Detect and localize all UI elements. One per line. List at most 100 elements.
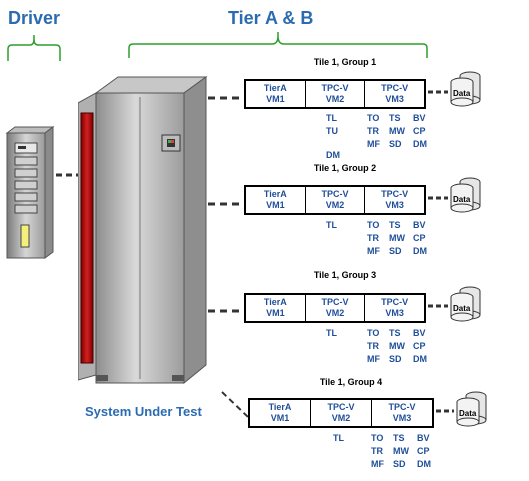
vm-id: VM2 <box>325 308 345 318</box>
vm-id: VM2 <box>331 413 351 423</box>
service-label: DM <box>417 459 431 469</box>
service-label: MW <box>393 446 409 456</box>
database-icon: Data <box>450 71 481 107</box>
service-label: TL <box>326 220 337 230</box>
vm2-services: TL <box>326 219 337 232</box>
service-label: MW <box>389 233 405 243</box>
service-label: TL <box>333 433 344 443</box>
group-title: Tile 1, Group 1 <box>313 57 377 67</box>
service-label: DM <box>413 139 427 149</box>
service-label: BV <box>413 113 426 123</box>
service-label: SD <box>389 139 402 149</box>
service-label: TS <box>389 220 401 230</box>
service-label: TO <box>367 113 380 123</box>
service-label: CP <box>413 233 426 243</box>
tier-brace <box>128 32 428 58</box>
vm-name: TierA <box>263 189 287 199</box>
service-label: SD <box>389 354 402 364</box>
service-label: TO <box>367 328 380 338</box>
vm-name: TPC-V <box>388 402 416 412</box>
vm-name: TPC-V <box>381 297 409 307</box>
database-icon: Data <box>450 286 481 322</box>
vm-name: TPC-V <box>321 83 349 93</box>
vm2-services: TL TU DM <box>326 112 340 162</box>
service-label: MF <box>367 354 380 364</box>
vm-name: TierA <box>263 297 287 307</box>
service-label: CP <box>417 446 430 456</box>
vm2-services: TL <box>333 432 344 445</box>
service-label: SD <box>389 246 402 256</box>
service-label: MW <box>389 341 405 351</box>
sut-group-connectors <box>208 96 249 418</box>
data-connector <box>428 90 448 94</box>
sut-rack-icon <box>78 76 208 385</box>
service-label: TS <box>389 113 401 123</box>
group-title: Tile 1, Group 3 <box>313 270 377 280</box>
vm-name: TPC-V <box>321 297 349 307</box>
service-label: TU <box>326 126 338 136</box>
vm-id: VM1 <box>266 200 285 210</box>
vm3-services: TO TS BV TR MW CP MF SD DM <box>367 327 433 366</box>
service-label: DM <box>413 354 427 364</box>
vm-name: TPC-V <box>327 402 355 412</box>
service-label: BV <box>417 433 430 443</box>
vm2-services: TL <box>326 327 337 340</box>
data-connector <box>428 196 448 200</box>
data-connector <box>436 409 454 413</box>
data-label: Data <box>453 304 471 313</box>
service-label: TS <box>389 328 401 338</box>
group-title: Tile 1, Group 4 <box>319 377 383 387</box>
service-label: MF <box>367 246 380 256</box>
vm-id: VM1 <box>266 94 285 104</box>
service-label: CP <box>413 126 426 136</box>
sut-label: System Under Test <box>85 404 202 419</box>
service-label: TO <box>371 433 384 443</box>
service-label: TL <box>326 328 337 338</box>
service-label: MW <box>389 126 405 136</box>
service-label: SD <box>393 459 406 469</box>
vm-id: VM3 <box>385 308 404 318</box>
service-label: BV <box>413 220 426 230</box>
service-label: TR <box>367 341 379 351</box>
group-title: Tile 1, Group 2 <box>313 163 377 173</box>
vm-name: TPC-V <box>321 189 349 199</box>
service-label: TR <box>367 233 379 243</box>
vm-id: VM2 <box>325 94 345 104</box>
service-label: BV <box>413 328 426 338</box>
driver-connector <box>56 173 78 177</box>
vm-id: VM1 <box>270 413 290 423</box>
data-connector <box>428 304 448 308</box>
data-label: Data <box>459 409 477 418</box>
driver-server-icon <box>5 126 55 259</box>
vm-name: TPC-V <box>381 189 409 199</box>
vm-name: TPC-V <box>381 83 409 93</box>
service-label: DM <box>413 246 427 256</box>
data-label: Data <box>453 195 471 204</box>
vm-id: VM2 <box>325 200 345 210</box>
tier-heading: Tier A & B <box>228 8 314 28</box>
driver-brace <box>7 35 61 61</box>
vm-id: VM1 <box>266 308 285 318</box>
service-label: CP <box>413 341 426 351</box>
service-label: TS <box>393 433 405 443</box>
service-label: MF <box>367 139 380 149</box>
vm-name: TierA <box>263 83 287 93</box>
